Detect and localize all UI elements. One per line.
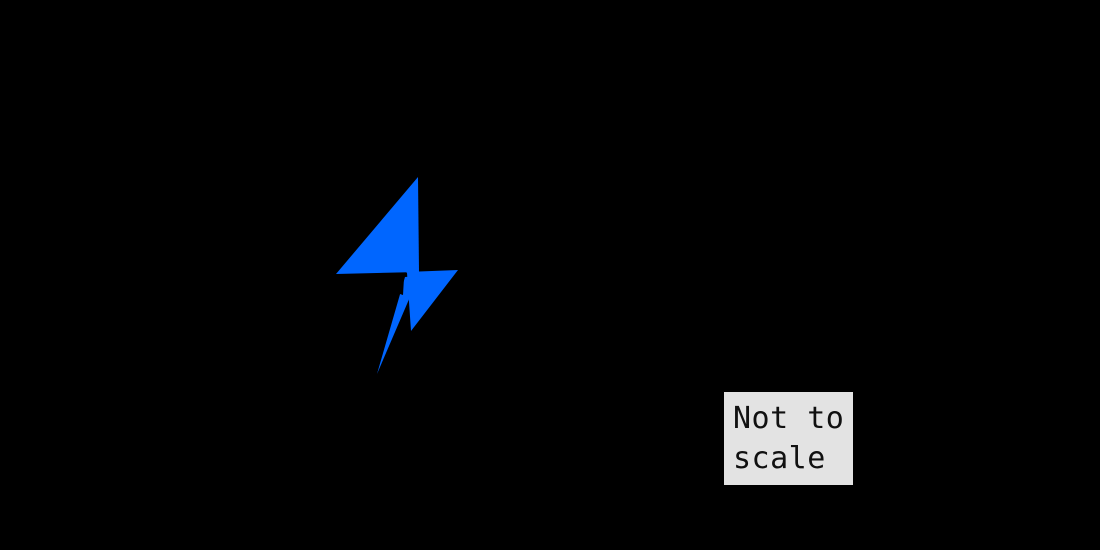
bolt-notch-cutout [400, 277, 404, 295]
note-line-1: Not to [733, 400, 845, 436]
not-to-scale-note: Not to scale [724, 392, 853, 485]
bolt-lower-tail [377, 276, 419, 374]
bolt-upper-wedge [336, 177, 419, 274]
bolt-right-wing [406, 270, 458, 331]
note-line-2: scale [733, 440, 826, 476]
